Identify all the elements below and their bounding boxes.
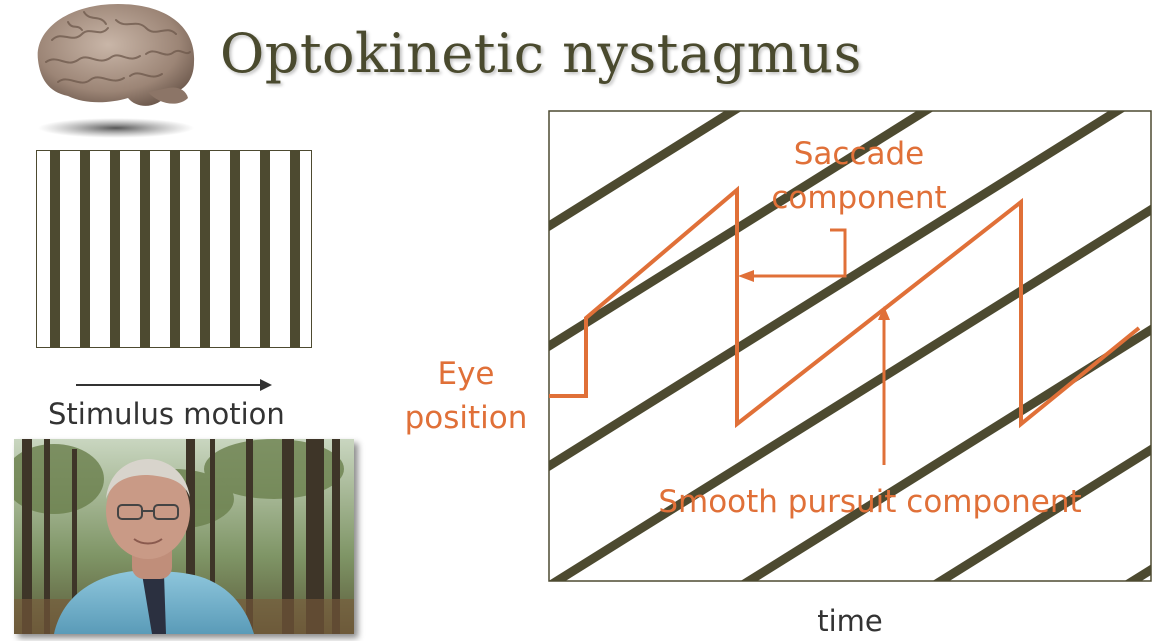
saccade-arrowhead: [738, 270, 754, 282]
slide-title: Optokinetic nystagmus: [220, 22, 862, 85]
presenter-video[interactable]: [14, 439, 354, 634]
stripe: [549, 111, 1126, 472]
time-axis-label: time: [817, 604, 883, 638]
saccade-component-label: Saccade component: [771, 136, 947, 216]
stripe: [1124, 564, 1151, 581]
stripe: [932, 444, 1151, 581]
grating-stimulus: [36, 150, 312, 348]
eye-position-label: Eye position: [404, 356, 528, 436]
saccade-pointer: [748, 228, 847, 278]
brain-icon: [37, 4, 195, 138]
stripe: [740, 324, 1151, 581]
diagram-frame: [548, 110, 1152, 582]
smooth-pursuit-label: Smooth pursuit component: [658, 484, 1082, 520]
stimulus-motion-label: Stimulus motion: [48, 397, 285, 431]
arrow-right-icon: [76, 379, 272, 391]
pursuit-arrowhead: [878, 306, 890, 320]
eye-position-trace: [549, 185, 1141, 429]
stripe: [549, 111, 934, 352]
stripe: [549, 204, 1151, 581]
stripe: [549, 111, 742, 232]
nystagmus-diagram: [548, 110, 1152, 582]
